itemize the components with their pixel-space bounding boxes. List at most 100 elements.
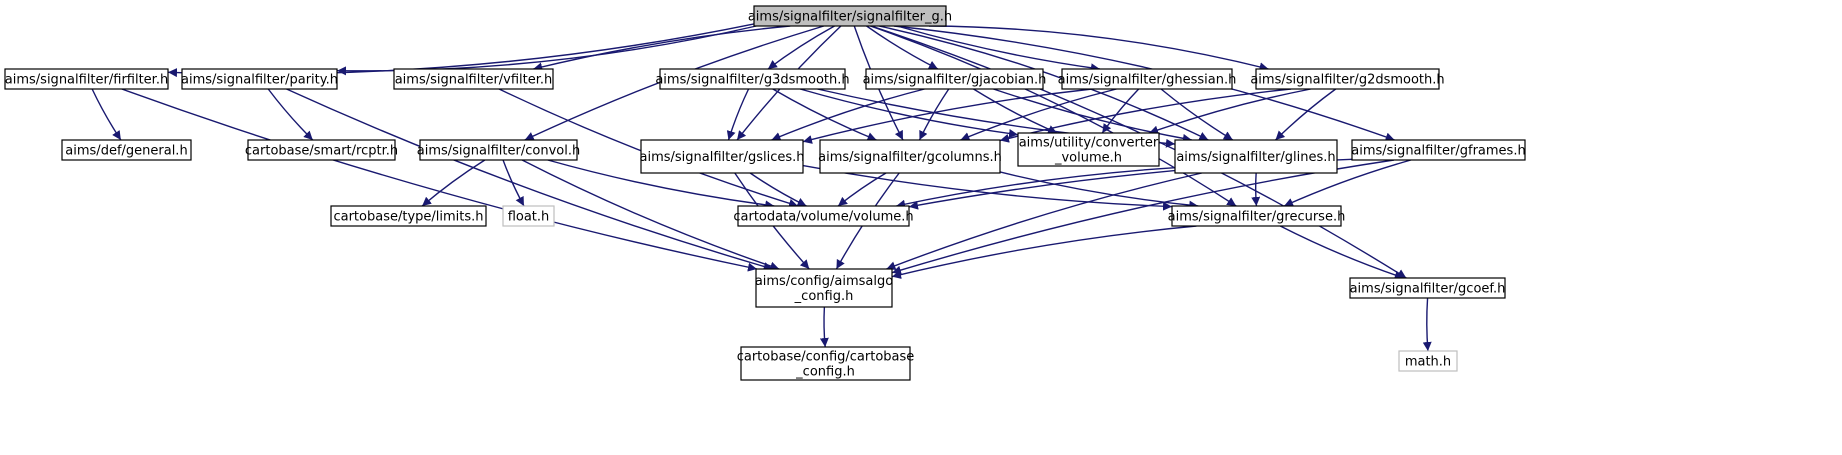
node-box: [1017, 132, 1160, 167]
node-box: [740, 346, 911, 381]
edge-root-to-glines: [878, 25, 1209, 141]
edge-convol-to-aimsalgo: [521, 159, 780, 271]
edge-root-to-gframes: [893, 25, 1395, 142]
node-box: [61, 139, 192, 161]
node-box: [659, 68, 846, 90]
edge-convol-to-volume: [547, 159, 775, 210]
node-firfilter[interactable]: aims/signalfilter/firfilter.h: [4, 68, 169, 90]
edge-root-to-gjacobian: [866, 25, 939, 70]
node-label: aims/def/general.h: [65, 144, 187, 159]
node-label: cartobase/config/cartobase: [737, 350, 915, 365]
edge-ghessian-to-gcolumns: [960, 88, 1117, 141]
node-box: [247, 139, 396, 161]
edge-gcolumns-to-volume: [837, 172, 887, 207]
node-gcoef[interactable]: aims/signalfilter/gcoef.h: [1349, 277, 1506, 299]
node-box: [737, 205, 910, 227]
node-float[interactable]: float.h: [502, 205, 555, 227]
node-vfilter[interactable]: aims/signalfilter/vfilter.h: [393, 68, 554, 90]
node-gslices[interactable]: aims/signalfilter/gslices.h: [639, 139, 805, 174]
node-box: [753, 5, 947, 27]
edge-convol-to-limits: [421, 159, 486, 207]
edge-glines-to-grecurse: [1251, 172, 1261, 207]
edge-g3dsmooth-to-gcolumns: [772, 88, 877, 141]
node-label: aims/signalfilter/g2dsmooth.h: [1250, 73, 1444, 88]
node-label: _volume.h: [1054, 151, 1122, 166]
edge-gslices-to-volume: [749, 172, 807, 207]
node-convol[interactable]: aims/signalfilter/convol.h: [417, 139, 580, 161]
node-label: aims/signalfilter/vfilter.h: [395, 73, 553, 88]
node-box: [1061, 68, 1233, 90]
node-rcptr[interactable]: cartobase/smart/rcptr.h: [245, 139, 398, 161]
node-general[interactable]: aims/def/general.h: [61, 139, 192, 161]
edge-g2dsmooth-to-gcolumns: [999, 88, 1292, 143]
edge-gframes-to-grecurse: [1283, 159, 1412, 207]
node-label: _config.h: [795, 365, 855, 380]
edge-gjacobian-to-gcolumns: [918, 88, 950, 141]
node-ghessian[interactable]: aims/signalfilter/ghessian.h: [1058, 68, 1237, 90]
node-volume[interactable]: cartodata/volume/volume.h: [733, 205, 914, 227]
node-label: cartobase/smart/rcptr.h: [245, 144, 398, 159]
edge-firfilter-to-general: [91, 88, 122, 141]
edge-parity-to-aimsalgo: [286, 88, 773, 271]
edge-gcoef-to-math: [1422, 297, 1432, 352]
node-box: [4, 68, 169, 90]
node-layer: aims/signalfilter/signalfilter_g.h aims/s…: [4, 5, 1526, 381]
node-box: [755, 268, 893, 308]
node-label: aims/signalfilter/gframes.h: [1351, 144, 1525, 159]
edge-g3dsmooth-to-gslices: [726, 88, 750, 141]
node-box: [330, 205, 487, 227]
node-box: [865, 68, 1044, 90]
edge-gjacobian-to-gslices: [771, 88, 925, 141]
edge-glines-to-aimsalgo: [886, 172, 1202, 270]
node-label: cartodata/volume/volume.h: [733, 210, 913, 225]
edge-root-to-vfilter: [533, 25, 791, 72]
node-gcolumns[interactable]: aims/signalfilter/gcolumns.h: [818, 139, 1002, 174]
node-limits[interactable]: cartobase/type/limits.h: [330, 205, 487, 227]
edge-grecurse-to-aimsalgo: [891, 225, 1197, 279]
node-converter[interactable]: aims/utility/converter_volume.h: [1017, 132, 1160, 167]
node-box: [1171, 205, 1342, 227]
edge-ghessian-to-gslices: [802, 88, 1093, 144]
node-root[interactable]: aims/signalfilter/signalfilter_g.h: [748, 5, 952, 27]
node-box: [1398, 350, 1458, 372]
node-label: aims/signalfilter/glines.h: [1176, 150, 1335, 165]
node-glines[interactable]: aims/signalfilter/glines.h: [1174, 139, 1338, 174]
node-aimsalgo[interactable]: aims/config/aimsalgo_config.h: [755, 268, 893, 308]
node-box: [819, 139, 1001, 174]
node-cartobase_config[interactable]: cartobase/config/cartobase_config.h: [737, 346, 915, 381]
edge-glines-to-volume: [896, 166, 1176, 209]
edge-root-to-g3dsmooth: [767, 25, 835, 70]
node-label: aims/signalfilter/convol.h: [417, 144, 580, 159]
node-box: [1255, 68, 1440, 90]
node-box: [502, 205, 555, 227]
node-g3dsmooth[interactable]: aims/signalfilter/g3dsmooth.h: [655, 68, 850, 90]
node-label: aims/signalfilter/gslices.h: [639, 150, 804, 165]
edge-gcolumns-to-grecurse: [999, 171, 1199, 210]
node-box: [1351, 139, 1526, 161]
node-label: math.h: [1405, 355, 1451, 370]
node-grecurse[interactable]: aims/signalfilter/grecurse.h: [1168, 205, 1346, 227]
node-math[interactable]: math.h: [1398, 350, 1458, 372]
node-label: aims/signalfilter/gcolumns.h: [818, 150, 1002, 165]
node-label: aims/signalfilter/grecurse.h: [1168, 210, 1346, 225]
node-label: float.h: [508, 210, 550, 225]
node-label: aims/signalfilter/gjacobian.h: [863, 73, 1047, 88]
edge-gjacobian-to-glines: [993, 88, 1192, 143]
node-box: [1349, 277, 1506, 299]
edge-g3dsmooth-to-converter: [799, 88, 1019, 138]
edge-gslices-to-grecurse: [802, 164, 1173, 211]
edge-g2dsmooth-to-glines: [1274, 88, 1337, 141]
edge-convol-to-float: [502, 159, 525, 207]
node-gframes[interactable]: aims/signalfilter/gframes.h: [1351, 139, 1526, 161]
edge-firfilter-to-aimsalgo: [121, 88, 758, 272]
node-gjacobian[interactable]: aims/signalfilter/gjacobian.h: [863, 68, 1047, 90]
node-box: [640, 139, 804, 174]
node-parity[interactable]: aims/signalfilter/parity.h: [181, 68, 338, 90]
node-g2dsmooth[interactable]: aims/signalfilter/g2dsmooth.h: [1250, 68, 1445, 90]
node-label: aims/signalfilter/g3dsmooth.h: [655, 73, 849, 88]
node-label: aims/signalfilter/gcoef.h: [1350, 282, 1506, 297]
edge-grecurse-to-gcoef: [1279, 225, 1404, 280]
node-label: cartobase/type/limits.h: [333, 210, 483, 225]
node-box: [393, 68, 554, 90]
edge-ghessian-to-converter: [1101, 88, 1140, 134]
